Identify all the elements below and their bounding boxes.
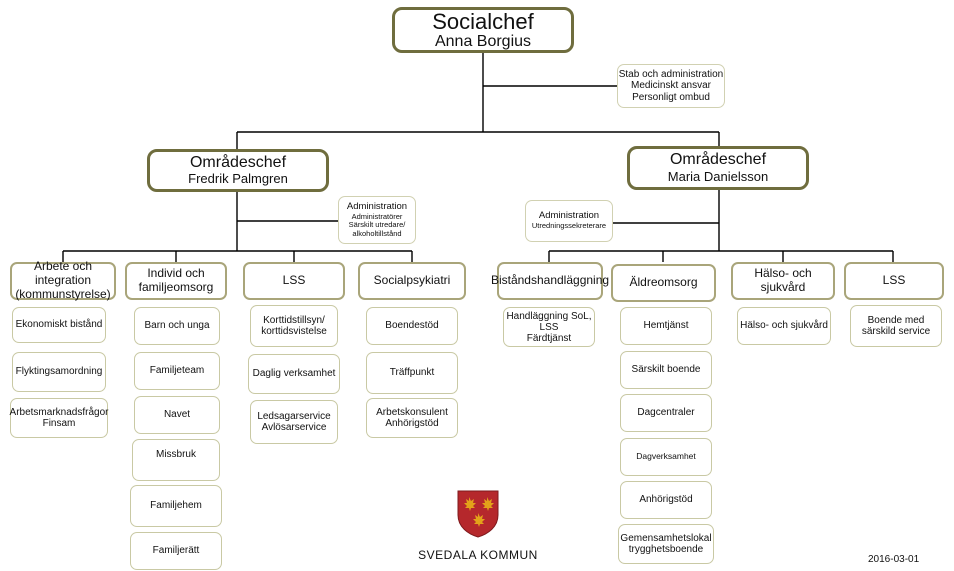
unit-label: Familjeteam	[149, 365, 205, 377]
stab-line-3: Personligt ombud	[632, 91, 710, 103]
unit-label: Daglig verksamhet	[252, 368, 336, 380]
dept-label: LSS	[282, 273, 306, 288]
unit-label: Ledsagarservice Avlösarservice	[257, 410, 331, 434]
omradeschef-left-name: Fredrik Palmgren	[188, 171, 288, 187]
dept-aldreomsorg: Äldreomsorg	[611, 264, 716, 302]
dept-halso-sjukvard: Hälso- och sjukvård	[731, 262, 835, 300]
unit-ekonomiskt-bistand: Ekonomiskt bistånd	[12, 307, 106, 343]
unit-daglig-verksamhet: Daglig verksamhet	[248, 354, 340, 394]
dept-label-line-2: familjeomsorg	[138, 280, 214, 294]
unit-dagverksamhet: Dagverksamhet	[620, 438, 712, 476]
right-admin-line-2: Utredningssekreterare	[531, 221, 607, 231]
date-label: 2016-03-01	[868, 554, 920, 565]
dept-label: LSS	[882, 273, 906, 288]
unit-boendestod: Boendestöd	[366, 307, 458, 345]
dept-label-line-1: Arbete och integration	[33, 259, 93, 288]
unit-familjehem: Familjehem	[130, 485, 222, 527]
unit-label: Handläggning SoL, LSS Färdtjänst	[506, 310, 592, 344]
omradeschef-right-name: Maria Danielsson	[667, 168, 769, 184]
unit-anhorigstod: Anhörigstöd	[620, 481, 712, 519]
unit-arbetsmarknadsfragor: Arbetsmarknadsfrågor Finsam	[10, 398, 108, 438]
unit-label: Ekonomiskt bistånd	[15, 319, 103, 331]
socialchef-box: Socialchef Anna Borgius	[392, 7, 574, 53]
left-admin-line-3: Särskilt utredare/	[348, 220, 406, 230]
unit-sarskilt-boende: Särskilt boende	[620, 351, 712, 389]
left-admin-box: Administration Administratörer Särskilt …	[338, 196, 416, 244]
unit-korttidstillsyn: Korttidstillsyn/ korttidsvistelse	[250, 305, 338, 347]
unit-label: Arbetskonsulent Anhörigstöd	[376, 406, 448, 430]
socialchef-name: Anna Borgius	[434, 32, 532, 50]
unit-label: Gemensamhetslokal trygghetsboende	[620, 532, 712, 556]
dept-label: Hälso- och sjukvård	[754, 266, 812, 294]
unit-gemensamhetslokal: Gemensamhetslokal trygghetsboende	[618, 524, 714, 564]
socialchef-title: Socialchef	[432, 8, 534, 34]
stab-line-1: Stab och administration	[618, 68, 724, 80]
dept-label: Socialpsykiatri	[373, 273, 451, 288]
unit-flyktingsamordning: Flyktingsamordning	[12, 352, 106, 392]
stab-box: Stab och administration Medicinskt ansva…	[617, 64, 725, 108]
unit-label: Missbruk	[155, 449, 196, 460]
stab-line-2: Medicinskt ansvar	[630, 80, 712, 92]
dept-individ-familjeomsorg: Individ och familjeomsorg	[125, 262, 227, 300]
dept-lss-left: LSS	[243, 262, 345, 300]
unit-hemtjanst: Hemtjänst	[620, 307, 712, 345]
dept-lss-right: LSS	[844, 262, 944, 300]
unit-dagcentraler: Dagcentraler	[620, 394, 712, 432]
dept-arbete-integration: Arbete och integration (kommunstyrelse)	[10, 259, 116, 301]
right-admin-box: Administration Utredningssekreterare	[525, 200, 613, 242]
unit-label: Familjehem	[150, 500, 202, 512]
unit-label: Dagcentraler	[637, 407, 695, 419]
omradeschef-left-title: Områdeschef	[189, 153, 287, 171]
omradeschef-left-box: Områdeschef Fredrik Palmgren	[147, 149, 329, 192]
dept-socialpsykiatri: Socialpsykiatri	[358, 262, 466, 300]
dept-label-line-1: Individ och	[147, 266, 205, 281]
unit-label: Dagverksamhet	[636, 451, 696, 462]
unit-label: Hälso- och sjukvård	[740, 320, 828, 332]
left-admin-line-2: Administratörer	[351, 211, 403, 221]
unit-traffpunkt: Träffpunkt	[366, 352, 458, 394]
unit-label: Familjerätt	[152, 545, 200, 557]
dept-label: Äldreomsorg	[629, 275, 698, 290]
unit-ledsagarservice: Ledsagarservice Avlösarservice	[250, 400, 338, 444]
dept-label: Biståndshandläggning	[490, 273, 610, 288]
unit-label: Anhörigstöd	[639, 494, 693, 506]
svedala-coat-of-arms-icon	[457, 490, 499, 538]
unit-label: Boende med särskild service	[861, 314, 931, 338]
logo-text: SVEDALA KOMMUN	[418, 548, 538, 562]
unit-label: Särskilt boende	[631, 364, 701, 376]
unit-familjeratt: Familjerätt	[130, 532, 222, 570]
unit-label: Arbetsmarknadsfrågor Finsam	[9, 406, 109, 430]
unit-missbruk: Missbruk	[132, 439, 220, 481]
left-admin-line-4: alkoholtillstånd	[352, 228, 402, 238]
unit-label: Boendestöd	[385, 320, 439, 332]
dept-label-line-2: (kommunstyrelse)	[15, 286, 111, 301]
omradeschef-right-box: Områdeschef Maria Danielsson	[627, 146, 809, 190]
left-admin-line-1: Administration	[346, 200, 408, 212]
unit-label: Navet	[163, 409, 191, 421]
unit-familjeteam: Familjeteam	[134, 352, 220, 390]
unit-arbetskonsulent: Arbetskonsulent Anhörigstöd	[366, 398, 458, 438]
unit-label: Träffpunkt	[389, 367, 435, 379]
unit-navet: Navet	[134, 396, 220, 434]
unit-boende-sarskild-service: Boende med särskild service	[850, 305, 942, 347]
unit-label: Korttidstillsyn/ korttidsvistelse	[261, 314, 327, 338]
unit-label: Barn och unga	[144, 320, 210, 332]
dept-bistandshandlaggning: Biståndshandläggning	[491, 262, 609, 300]
unit-handlaggning: Handläggning SoL, LSS Färdtjänst	[503, 307, 595, 347]
unit-barn-och-unga: Barn och unga	[134, 307, 220, 345]
right-admin-line-1: Administration	[538, 210, 600, 222]
unit-label: Hemtjänst	[643, 320, 689, 332]
omradeschef-right-title: Områdeschef	[669, 151, 767, 169]
unit-halso-sjukvard: Hälso- och sjukvård	[737, 307, 831, 345]
unit-label: Flyktingsamordning	[15, 366, 103, 378]
